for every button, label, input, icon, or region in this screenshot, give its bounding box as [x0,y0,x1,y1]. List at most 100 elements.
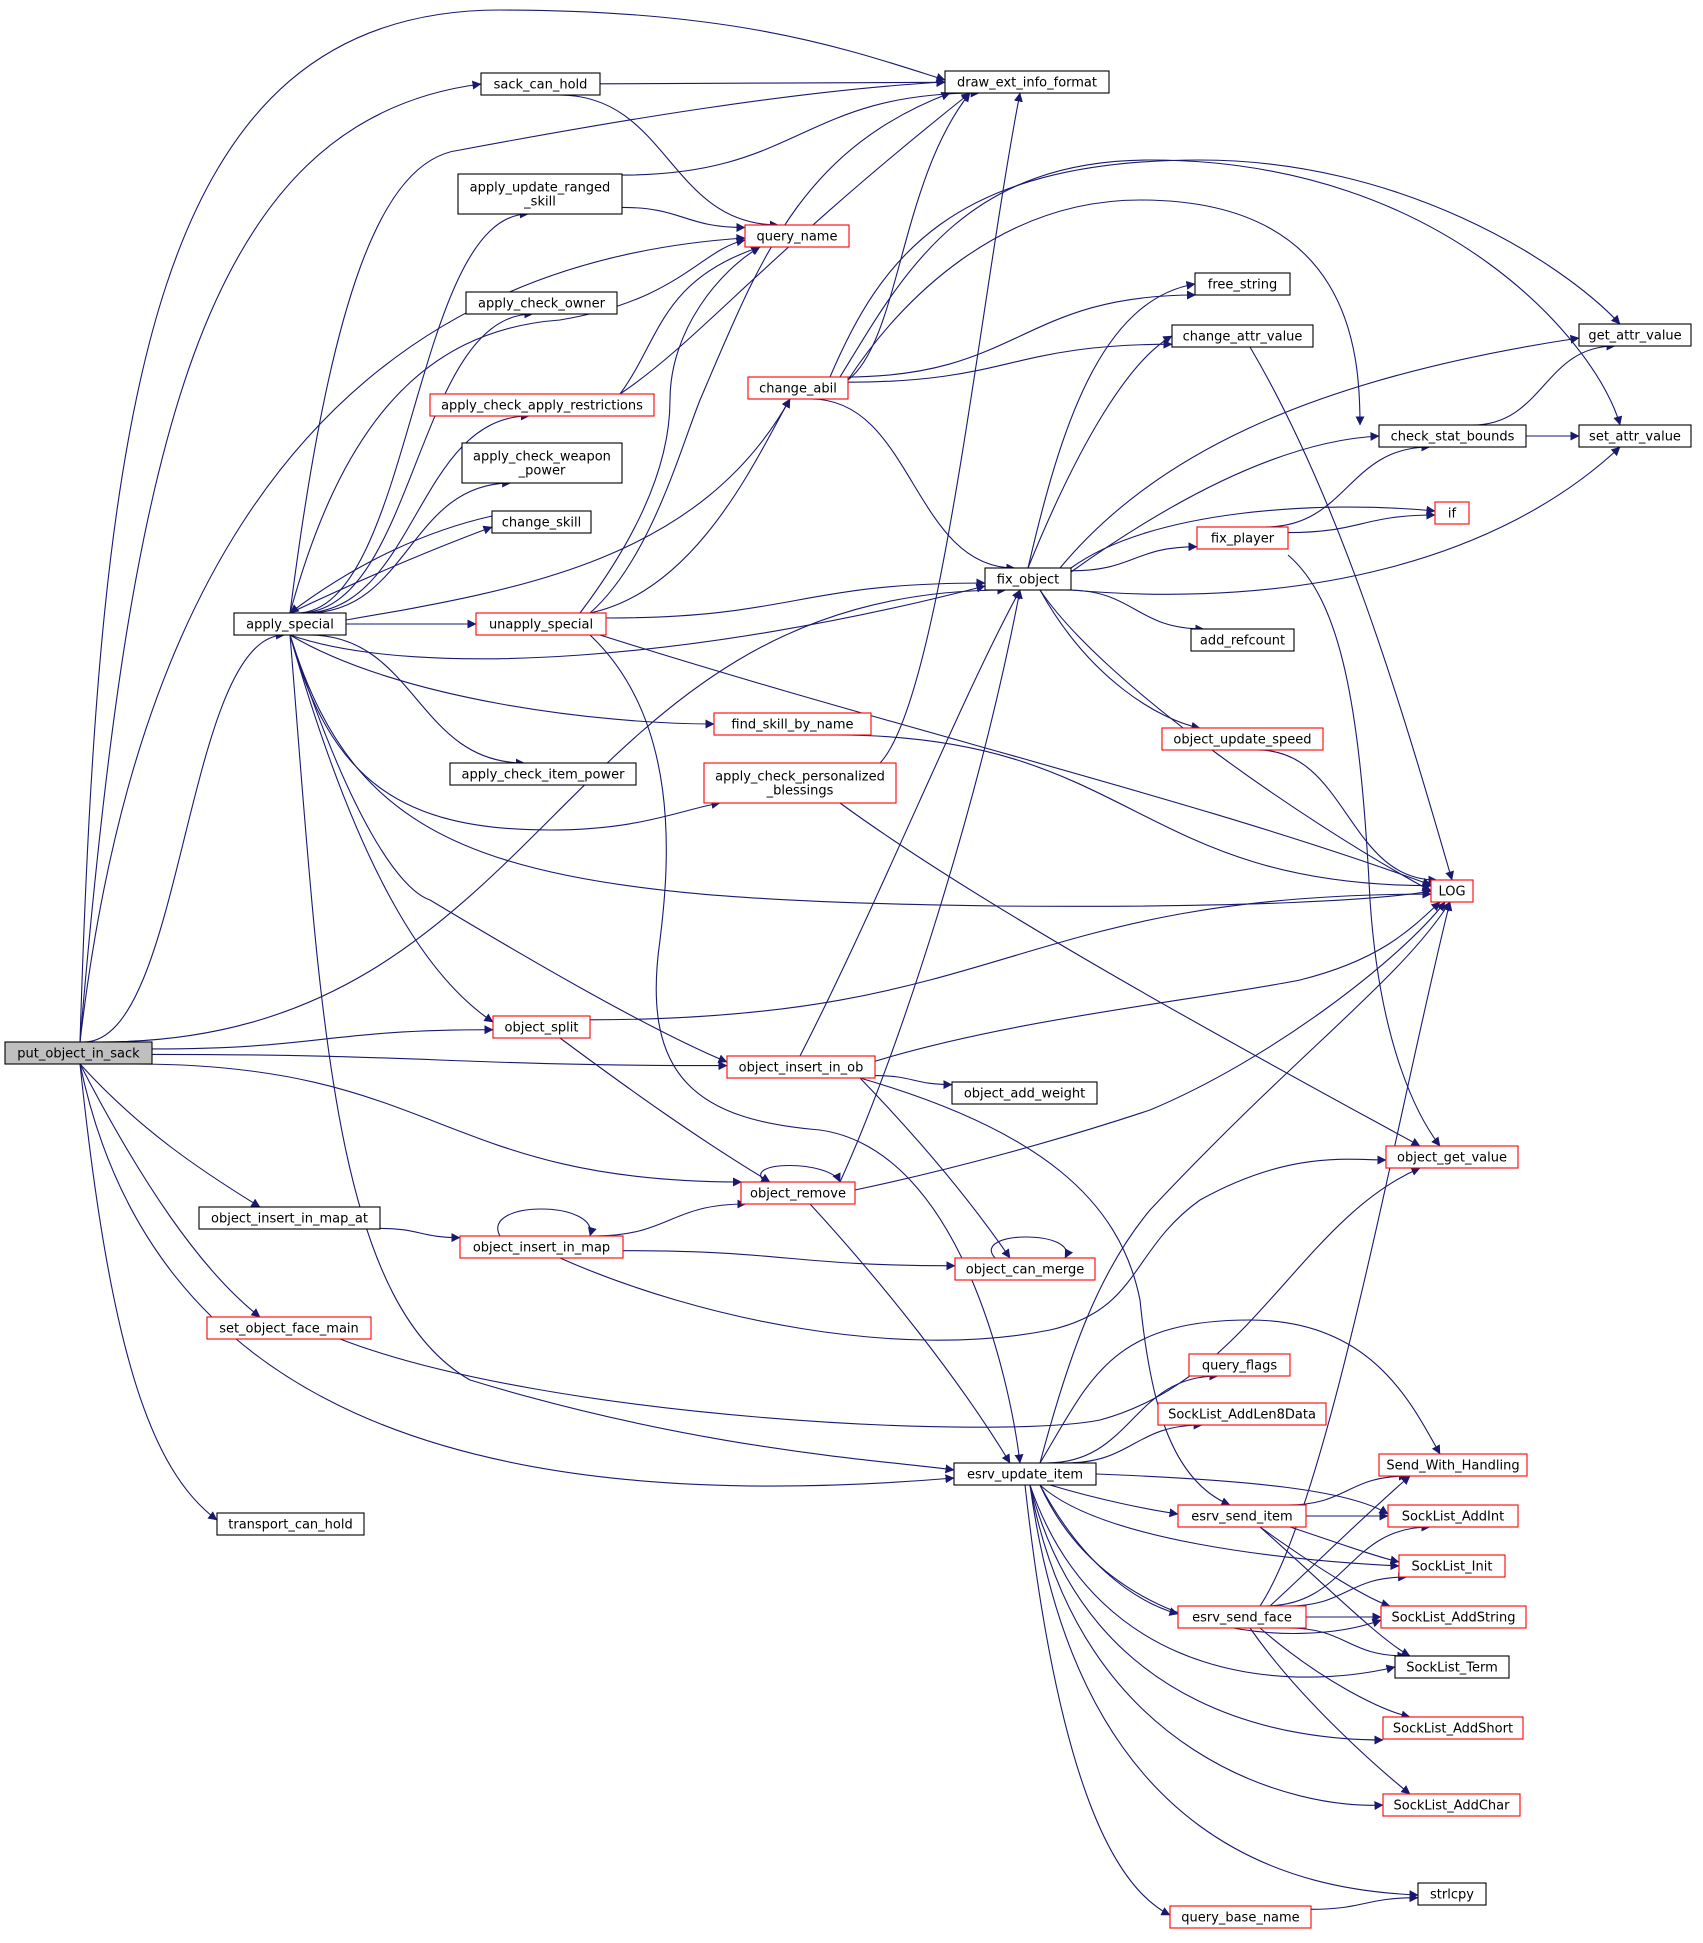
edge-fix_player-to-if [1287,510,1436,534]
node-SockList_AddShort[interactable]: SockList_AddShort [1382,1716,1524,1740]
edge-apply_update_ranged_skill-to-query_name [621,206,746,232]
node-apply_update_ranged_skill[interactable]: apply_update_ranged_skill [457,173,623,215]
edge-object_split-to-LOG [589,889,1432,1021]
node-apply_check_weapon_power[interactable]: apply_check_weapon_power [461,442,623,484]
node-esrv_send_face[interactable]: esrv_send_face [1177,1605,1307,1629]
node-label: SockList_AddChar [1394,1799,1511,1814]
node-find_skill_by_name[interactable]: find_skill_by_name [713,712,872,736]
node-box [233,612,347,636]
node-SockList_AddString[interactable]: SockList_AddString [1380,1605,1527,1629]
node-esrv_update_item[interactable]: esrv_update_item [953,1462,1097,1486]
edge-fix_player-to-object_get_value [1287,554,1441,1147]
node-apply_check_item_power[interactable]: apply_check_item_power [449,762,637,786]
node-if[interactable]: if [1434,501,1470,525]
node-object_get_value[interactable]: object_get_value [1385,1145,1519,1169]
edge-fix_object-to-fix_player [1070,542,1198,572]
node-LOG[interactable]: LOG [1430,879,1474,903]
node-object_insert_in_ob[interactable]: object_insert_in_ob [726,1055,876,1079]
node-object_remove[interactable]: object_remove [740,1181,856,1205]
node-box [1378,1453,1528,1477]
node-object_insert_in_map_at[interactable]: object_insert_in_map_at [198,1206,381,1230]
edge-put_object_in_sack-to-transport_can_hold [79,1063,218,1521]
node-box [4,1041,153,1065]
node-label: fix_player [1211,532,1275,547]
node-object_update_speed[interactable]: object_update_speed [1161,727,1324,751]
node-object_insert_in_map[interactable]: object_insert_in_map [459,1235,624,1259]
node-label: draw_ext_info_format [957,76,1097,91]
node-SockList_AddChar[interactable]: SockList_AddChar [1382,1793,1521,1817]
node-apply_special[interactable]: apply_special [233,612,347,636]
node-label: object_insert_in_map [473,1241,610,1256]
edge-put_object_in_sack-to-query_name [79,234,746,1043]
node-SockList_AddInt[interactable]: SockList_AddInt [1387,1504,1519,1528]
node-SockList_AddLen8Data[interactable]: SockList_AddLen8Data [1157,1402,1327,1426]
node-box [1387,1504,1519,1528]
edge-esrv_send_face-to-SockList_Term [1288,1627,1407,1661]
edge-object_insert_in_ob-to-esrv_send_item [859,1077,1231,1506]
edge-unapply_special-to-fix_object [605,578,986,619]
node-transport_can_hold[interactable]: transport_can_hold [216,1512,365,1536]
node-label: SockList_AddLen8Data [1168,1408,1316,1423]
edge-fix_object-to-change_attr_value [1027,335,1173,569]
edge-unapply_special-to-esrv_update_item [589,634,1024,1464]
edge-put_object_in_sack-to-apply_special [83,630,286,1043]
edge-unapply_special-to-draw_ext_info_format [589,91,951,614]
node-add_refcount[interactable]: add_refcount [1190,628,1295,652]
node-draw_ext_info_format[interactable]: draw_ext_info_format [944,70,1110,94]
node-object_can_merge[interactable]: object_can_merge [954,1257,1096,1281]
node-fix_player[interactable]: fix_player [1196,526,1289,550]
edge-esrv_update_item-to-SockList_AddLen8Data [1064,1420,1203,1464]
edge-find_skill_by_name-to-LOG [835,734,1432,891]
node-label: change_attr_value [1183,330,1303,345]
edge-object_insert_in_ob-to-fix_object [799,589,1021,1057]
node-label: check_stat_bounds [1391,430,1515,445]
edge-change_abil-to-check_stat_bounds [847,199,1365,426]
edge-esrv_update_item-to-query_flags [1046,1371,1219,1464]
node-box [449,762,637,786]
node-object_split[interactable]: object_split [492,1015,591,1039]
node-sack_can_hold[interactable]: sack_can_hold [480,72,601,96]
node-label: apply_check_personalized [715,770,885,785]
node-unapply_special[interactable]: unapply_special [475,612,607,636]
node-label: unapply_special [489,618,593,633]
edge-apply_check_personalized_blessings-to-object_get_value [839,802,1421,1147]
node-apply_check_personalized_blessings[interactable]: apply_check_personalized_blessings [703,762,897,804]
node-query_base_name[interactable]: query_base_name [1169,1905,1312,1929]
edge-esrv_send_face-to-SockList_AddShort [1259,1627,1411,1720]
node-query_name[interactable]: query_name [744,224,850,248]
node-set_object_face_main[interactable]: set_object_face_main [206,1316,372,1340]
edge-apply_special-to-change_abil [345,398,791,621]
node-label: query_flags [1202,1359,1277,1374]
node-box [1190,628,1295,652]
node-label: object_insert_in_ob [739,1061,864,1076]
edge-put_object_in_sack-to-object_insert_in_ob [151,1053,728,1071]
edge-object_remove-to-esrv_update_item [809,1203,1011,1464]
edge-fix_player-to-check_stat_bounds [1265,442,1431,528]
edge-apply_special-to-object_insert_in_ob [289,634,728,1063]
node-fix_object[interactable]: fix_object [984,567,1072,591]
node-get_attr_value[interactable]: get_attr_value [1578,323,1692,347]
node-set_attr_value[interactable]: set_attr_value [1578,424,1692,448]
node-object_add_weight[interactable]: object_add_weight [951,1081,1098,1105]
node-query_flags[interactable]: query_flags [1188,1353,1291,1377]
node-apply_check_owner[interactable]: apply_check_owner [465,291,618,315]
node-box [475,612,607,636]
node-box [206,1316,372,1340]
node-change_abil[interactable]: change_abil [747,376,849,400]
node-strlcpy[interactable]: strlcpy [1417,1882,1487,1906]
node-change_attr_value[interactable]: change_attr_value [1171,324,1314,348]
node-label: esrv_send_item [1191,1510,1292,1525]
edge-change_abil-to-get_attr_value [829,159,1621,378]
node-box [747,376,849,400]
node-label: object_split [505,1021,579,1036]
node-free_string[interactable]: free_string [1194,272,1291,296]
node-Send_With_Handling[interactable]: Send_With_Handling [1378,1453,1528,1477]
node-esrv_send_item[interactable]: esrv_send_item [1177,1504,1307,1528]
node-SockList_Init[interactable]: SockList_Init [1398,1554,1506,1578]
node-check_stat_bounds[interactable]: check_stat_bounds [1378,424,1527,448]
node-SockList_Term[interactable]: SockList_Term [1394,1655,1510,1679]
node-apply_check_apply_restrictions[interactable]: apply_check_apply_restrictions [429,393,655,417]
node-change_skill[interactable]: change_skill [491,510,592,534]
edge-esrv_update_item-to-Send_With_Handling [1039,1319,1441,1464]
edge-esrv_update_item-to-esrv_send_face [1039,1484,1179,1616]
